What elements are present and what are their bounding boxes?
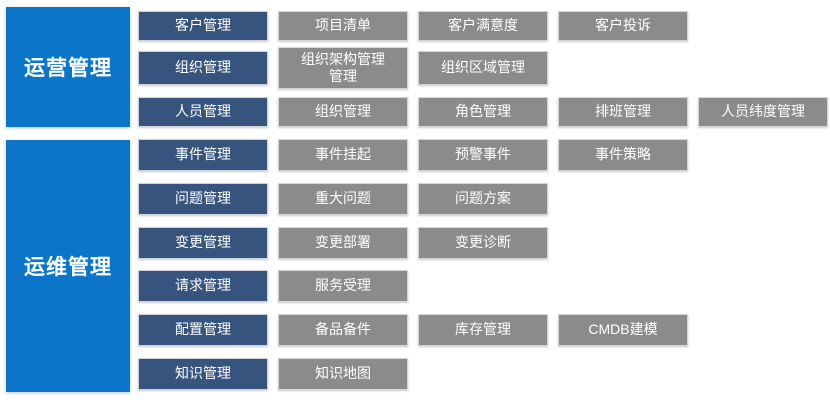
module-row-knowledge: 知识管理 知识地图 <box>138 358 408 390</box>
item-tile: 重大问题 <box>278 183 408 215</box>
item-tile: CMDB建模 <box>558 314 688 346</box>
item-tile: 服务受理 <box>278 270 408 302</box>
module-row-personnel: 人员管理 组织管理 角色管理 排班管理 人员纬度管理 <box>138 97 828 127</box>
item-tile: 事件挂起 <box>278 139 408 171</box>
item-tile: 组织架构管理 管理 <box>278 47 408 89</box>
item-tile: 备品备件 <box>278 314 408 346</box>
item-tile: 问题方案 <box>418 183 548 215</box>
category-tile: 人员管理 <box>138 97 268 127</box>
category-tile: 客户管理 <box>138 11 268 41</box>
item-tile: 项目清单 <box>278 11 408 41</box>
item-tile: 知识地图 <box>278 358 408 390</box>
module-row-organization: 组织管理 组织架构管理 管理 组织区域管理 <box>138 47 548 89</box>
category-tile: 变更管理 <box>138 227 268 259</box>
section-block-maintenance: 运维管理 <box>6 140 130 392</box>
item-tile: 组织区域管理 <box>418 51 548 85</box>
module-row-problem: 问题管理 重大问题 问题方案 <box>138 183 548 215</box>
section-block-operations: 运营管理 <box>6 7 130 127</box>
section-title-operations: 运营管理 <box>24 57 112 80</box>
module-row-configuration: 配置管理 备品备件 库存管理 CMDB建模 <box>138 314 688 346</box>
item-tile: 库存管理 <box>418 314 548 346</box>
category-tile: 请求管理 <box>138 270 268 302</box>
module-row-request: 请求管理 服务受理 <box>138 270 408 302</box>
module-row-customer: 客户管理 项目清单 客户满意度 客户投诉 <box>138 11 688 41</box>
item-tile: 组织管理 <box>278 97 408 127</box>
category-tile: 配置管理 <box>138 314 268 346</box>
item-tile: 变更部署 <box>278 227 408 259</box>
item-tile: 事件策略 <box>558 139 688 171</box>
item-tile: 排班管理 <box>558 97 688 127</box>
module-row-change: 变更管理 变更部署 变更诊断 <box>138 227 548 259</box>
category-tile: 组织管理 <box>138 51 268 85</box>
item-tile: 角色管理 <box>418 97 548 127</box>
item-tile: 人员纬度管理 <box>698 97 828 127</box>
item-tile: 客户投诉 <box>558 11 688 41</box>
module-row-incident: 事件管理 事件挂起 预警事件 事件策略 <box>138 139 688 171</box>
section-title-maintenance: 运维管理 <box>24 256 112 279</box>
category-tile: 问题管理 <box>138 183 268 215</box>
item-tile: 客户满意度 <box>418 11 548 41</box>
category-tile: 知识管理 <box>138 358 268 390</box>
category-tile: 事件管理 <box>138 139 268 171</box>
item-tile: 预警事件 <box>418 139 548 171</box>
item-tile: 变更诊断 <box>418 227 548 259</box>
